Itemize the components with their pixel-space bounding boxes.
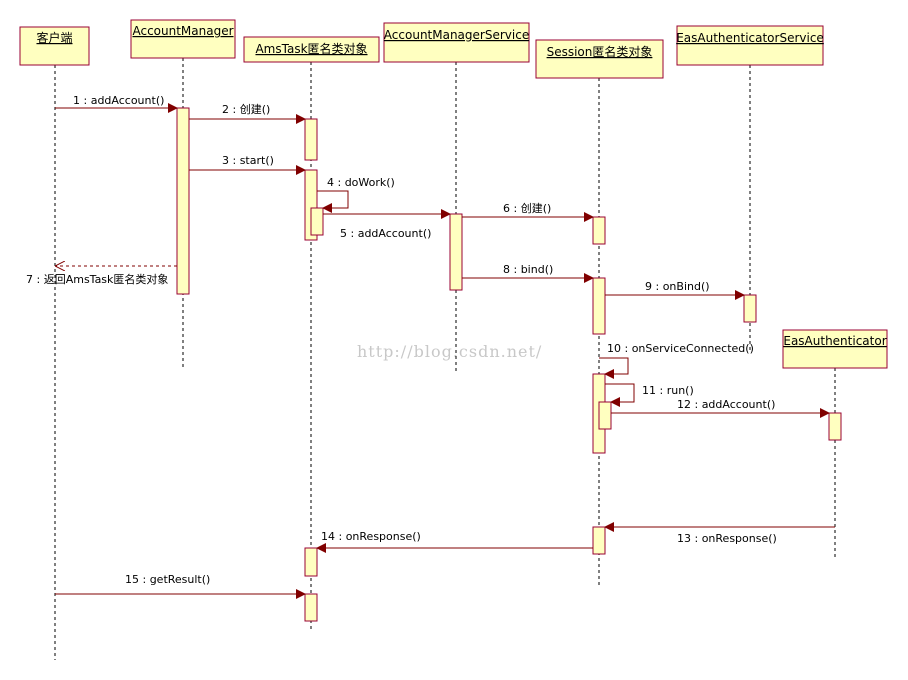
- message-11-arrow: [605, 383, 635, 407]
- activation-amstask-nested: [310, 207, 324, 236]
- message-13-label: 13 : onResponse(): [677, 532, 777, 545]
- message-7-label: 7 : 返回AmsTask匿名类对象: [26, 272, 168, 286]
- activation-session-nested: [598, 401, 612, 430]
- activation-amstask-4: [304, 593, 318, 622]
- activation-eas-service: [743, 294, 757, 323]
- activation-session-1: [592, 216, 606, 245]
- watermark: http://blog.csdn.net/: [357, 342, 542, 361]
- activation-ams: [449, 213, 463, 291]
- message-labels: 1 : addAccount() 2 : 创建() 3 : start() 4 …: [26, 94, 777, 586]
- svg-text:AmsTask匿名类对象: AmsTask匿名类对象: [255, 41, 367, 56]
- message-4-label: 4 : doWork(): [327, 176, 395, 189]
- message-9-label: 9 : onBind(): [645, 280, 710, 293]
- svg-text:EasAuthenticatorService: EasAuthenticatorService: [676, 31, 824, 45]
- object-eas-service: EasAuthenticatorService: [676, 25, 824, 66]
- message-14-label: 14 : onResponse(): [321, 530, 421, 543]
- object-amstask: AmsTask匿名类对象: [243, 36, 380, 63]
- message-6-label: 6 : 创建(): [503, 201, 551, 215]
- activation-amstask-1: [304, 118, 318, 161]
- message-4-arrow: [317, 190, 349, 213]
- object-session: Session匿名类对象: [535, 39, 664, 79]
- message-10-label: 10 : onServiceConnected(): [607, 342, 754, 355]
- object-client: 客户端: [19, 26, 90, 66]
- message-2-label: 2 : 创建(): [222, 102, 270, 116]
- message-3-label: 3 : start(): [222, 154, 274, 167]
- object-eas-authenticator: EasAuthenticator: [782, 329, 888, 369]
- svg-text:Session匿名类对象: Session匿名类对象: [547, 44, 653, 59]
- object-account-manager: AccountManager: [130, 19, 236, 59]
- message-15-label: 15 : getResult(): [125, 573, 210, 586]
- activations: [176, 107, 842, 622]
- message-10-arrow: [599, 357, 629, 379]
- message-5-label: 5 : addAccount(): [340, 227, 431, 240]
- svg-text:EasAuthenticator: EasAuthenticator: [783, 334, 886, 348]
- activation-amstask-3: [304, 547, 318, 577]
- activation-am: [176, 107, 190, 295]
- activation-session-2: [592, 277, 606, 335]
- svg-text:AccountManager: AccountManager: [132, 24, 233, 38]
- object-account-manager-service: AccountManagerService: [383, 22, 530, 63]
- activation-eas-auth: [828, 412, 842, 441]
- message-1-label: 1 : addAccount(): [73, 94, 164, 107]
- svg-text:AccountManagerService: AccountManagerService: [384, 28, 529, 42]
- messages: [55, 103, 835, 599]
- message-8-label: 8 : bind(): [503, 263, 553, 276]
- message-11-label: 11 : run(): [642, 384, 694, 397]
- activation-session-4: [592, 526, 606, 555]
- message-12-label: 12 : addAccount(): [677, 398, 775, 411]
- svg-text:客户端: 客户端: [36, 30, 72, 45]
